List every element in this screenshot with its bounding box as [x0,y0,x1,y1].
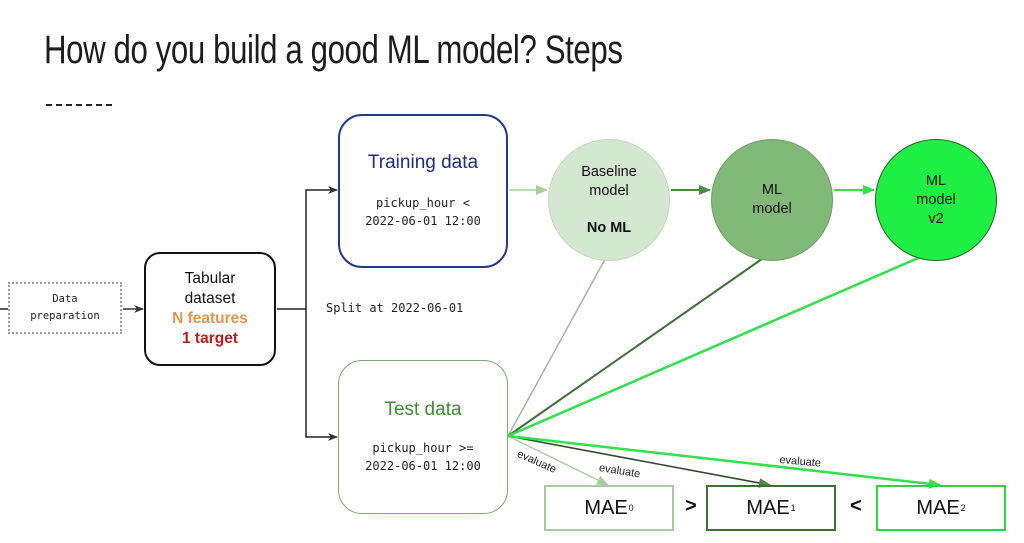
tabular-dataset-node: Tabular dataset N features 1 target [144,252,276,366]
mae-2-subscript: 2 [960,503,966,513]
comparison-less-than: < [850,495,862,517]
test-condition-line2: 2022-06-01 12:00 [365,459,481,473]
training-condition-line2: 2022-06-01 12:00 [365,214,481,228]
mae-1-label: MAE [746,496,790,519]
training-data-title: Training data [367,152,479,173]
ml-model-node: ML model [711,139,833,261]
training-data-node: Training data pickup_hour < 2022-06-01 1… [338,114,508,268]
edge-test-to-mae0 [507,435,609,486]
test-data-node: Test data pickup_hour >= 2022-06-01 12:0… [338,360,508,514]
data-preparation-line1: Data [52,293,78,305]
tabular-line1: Tabular [184,270,236,287]
ml-v2-line3: v2 [928,210,944,227]
slide-title: How do you build a good ML model? Steps [44,28,623,72]
mae-0-label: MAE [584,496,628,519]
edge-test-to-mae2 [507,434,941,489]
mae-1-subscript: 1 [790,503,796,513]
ml-model-line1: ML [761,182,783,198]
edge-baseline-to-test [507,251,610,437]
baseline-model-node: Baseline model No ML [548,139,670,261]
target-label: 1 target [182,330,238,347]
training-condition-line1: pickup_hour < [376,196,470,210]
edge-v2-to-test [507,250,933,438]
test-data-title: Test data [384,399,462,420]
ml-v2-line2: model [916,191,956,208]
edge-split-to-train [305,186,338,309]
edge-split-to-test [305,309,338,441]
features-label: N features [172,310,248,327]
title-underline [46,104,112,106]
data-preparation-line2: preparation [30,310,100,322]
comparison-greater-than: > [685,495,697,517]
ml-model-v2-node: ML model v2 [875,139,997,261]
baseline-note: No ML [586,219,632,236]
tabular-line2: dataset [184,290,236,307]
baseline-line2: model [589,182,629,199]
ml-v2-line1: ML [925,172,947,189]
edge-ml-to-test [507,251,773,437]
test-condition-line1: pickup_hour >= [372,441,474,455]
ml-model-line2: model [752,201,792,217]
data-preparation-node: Data preparation [8,282,122,334]
edge-test-to-mae1 [507,435,771,488]
baseline-line1: Baseline [581,163,637,180]
mae-0-subscript: 0 [628,503,634,513]
mae-2-label: MAE [916,496,960,519]
split-label: Split at 2022-06-01 [326,301,464,315]
